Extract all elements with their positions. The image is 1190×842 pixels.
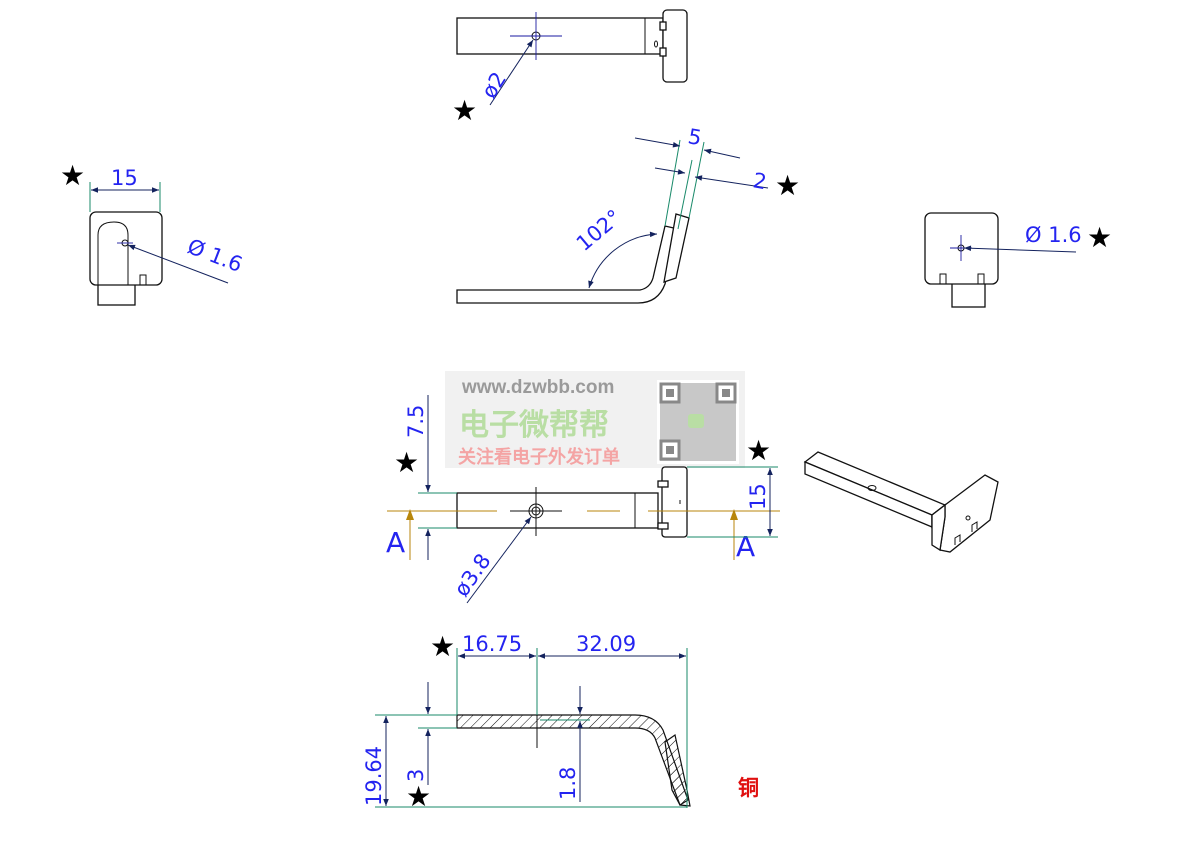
bent-plate: [456, 225, 679, 304]
dim-32-09: 32.09: [576, 632, 636, 656]
hole-dim-label: ø2: [477, 68, 511, 103]
isometric-view: [803, 451, 999, 553]
marker-star: ★: [775, 169, 800, 202]
section-label-right: A: [736, 530, 755, 563]
right-view: Ø 1.6 ★: [924, 212, 1112, 308]
angle-dim: 102°: [572, 205, 626, 256]
dim-3: 3: [404, 769, 428, 782]
marker-star: ★: [452, 94, 477, 127]
plate: [89, 211, 163, 286]
plate: [924, 212, 999, 285]
bend-view: 5 2 102° ★: [456, 124, 800, 304]
dim-16-75: 16.75: [462, 632, 522, 656]
marker-star: ★: [430, 630, 455, 663]
marker-star: ★: [1087, 221, 1112, 254]
marker-star: ★: [60, 159, 85, 192]
left-view: 15 Ø 1.6 ★: [60, 159, 246, 306]
hole-dim-label: ø3.8: [449, 549, 495, 601]
marker-star: ★: [394, 446, 419, 479]
width-dim: 15: [111, 166, 138, 190]
tab: [951, 281, 986, 308]
section-view: 16.75 32.09 19.64 3 1.8 ★ ★: [362, 630, 691, 813]
watermark-url: www.dzwbb.com: [461, 377, 614, 398]
section-label-left: A: [386, 526, 405, 559]
material-label: 铜: [738, 775, 759, 800]
dim-1-8: 1.8: [556, 767, 580, 800]
dim-5: 5: [686, 124, 703, 150]
marker-star: ★: [406, 780, 431, 813]
dim-2: 2: [751, 168, 768, 194]
end-tab: [663, 213, 690, 283]
watermark: www.dzwbb.com 电子微帮帮 关注看电子外发订单: [445, 371, 745, 468]
hole-dim-label: Ø 1.6: [1025, 223, 1082, 247]
qr-code: [657, 380, 739, 464]
hole-dim-label: Ø 1.6: [184, 234, 245, 277]
front-view: A A ø3.8 7.5 15 ★ ★: [386, 395, 780, 604]
watermark-brand: 电子微帮帮: [459, 408, 609, 443]
dim-7-5: 7.5: [404, 405, 428, 438]
dim-15: 15: [746, 483, 770, 510]
marker-star: ★: [746, 434, 771, 467]
flange: [662, 9, 688, 83]
dim-19-64: 19.64: [362, 746, 386, 806]
watermark-slogan: 关注看电子外发订单: [458, 446, 620, 468]
top-view: ø2 ★: [452, 9, 688, 127]
